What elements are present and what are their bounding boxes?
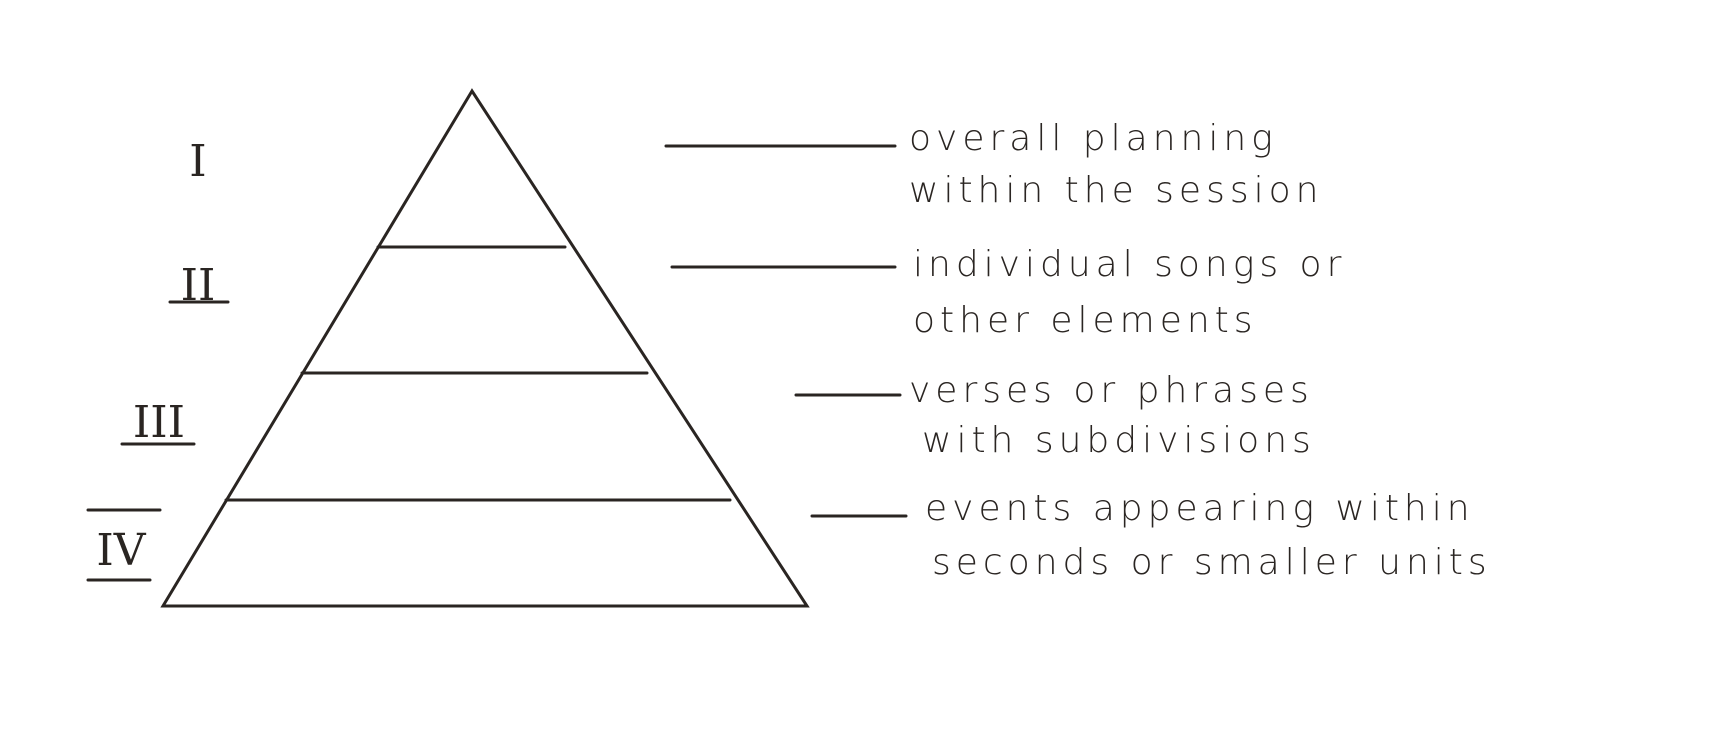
numeral-1: I	[189, 136, 206, 187]
level-2: II individual songs or other elements	[181, 244, 1346, 341]
level-1-label-line-2: within the session	[909, 170, 1323, 211]
pyramid-outline	[160, 88, 810, 608]
level-2-label-line-2: other elements	[913, 300, 1258, 341]
level-1: I overall planning within the session	[189, 118, 1323, 211]
level-4-label-line-2: seconds or smaller units	[932, 542, 1492, 583]
level-1-label-line-1: overall planning	[909, 118, 1278, 159]
level-4: IV events appearing within seconds or sm…	[86, 488, 1492, 583]
level-3: III verses or phrases with subdivisions	[133, 370, 1316, 461]
numeral-3: III	[133, 397, 185, 448]
level-3-label-line-2: with subdivisions	[922, 420, 1316, 461]
level-4-label-line-1: events appearing within	[925, 488, 1475, 529]
level-3-label-line-1: verses or phrases	[909, 370, 1314, 411]
numeral-4: IV	[96, 525, 146, 576]
level-2-label-line-1: individual songs or	[913, 244, 1346, 285]
